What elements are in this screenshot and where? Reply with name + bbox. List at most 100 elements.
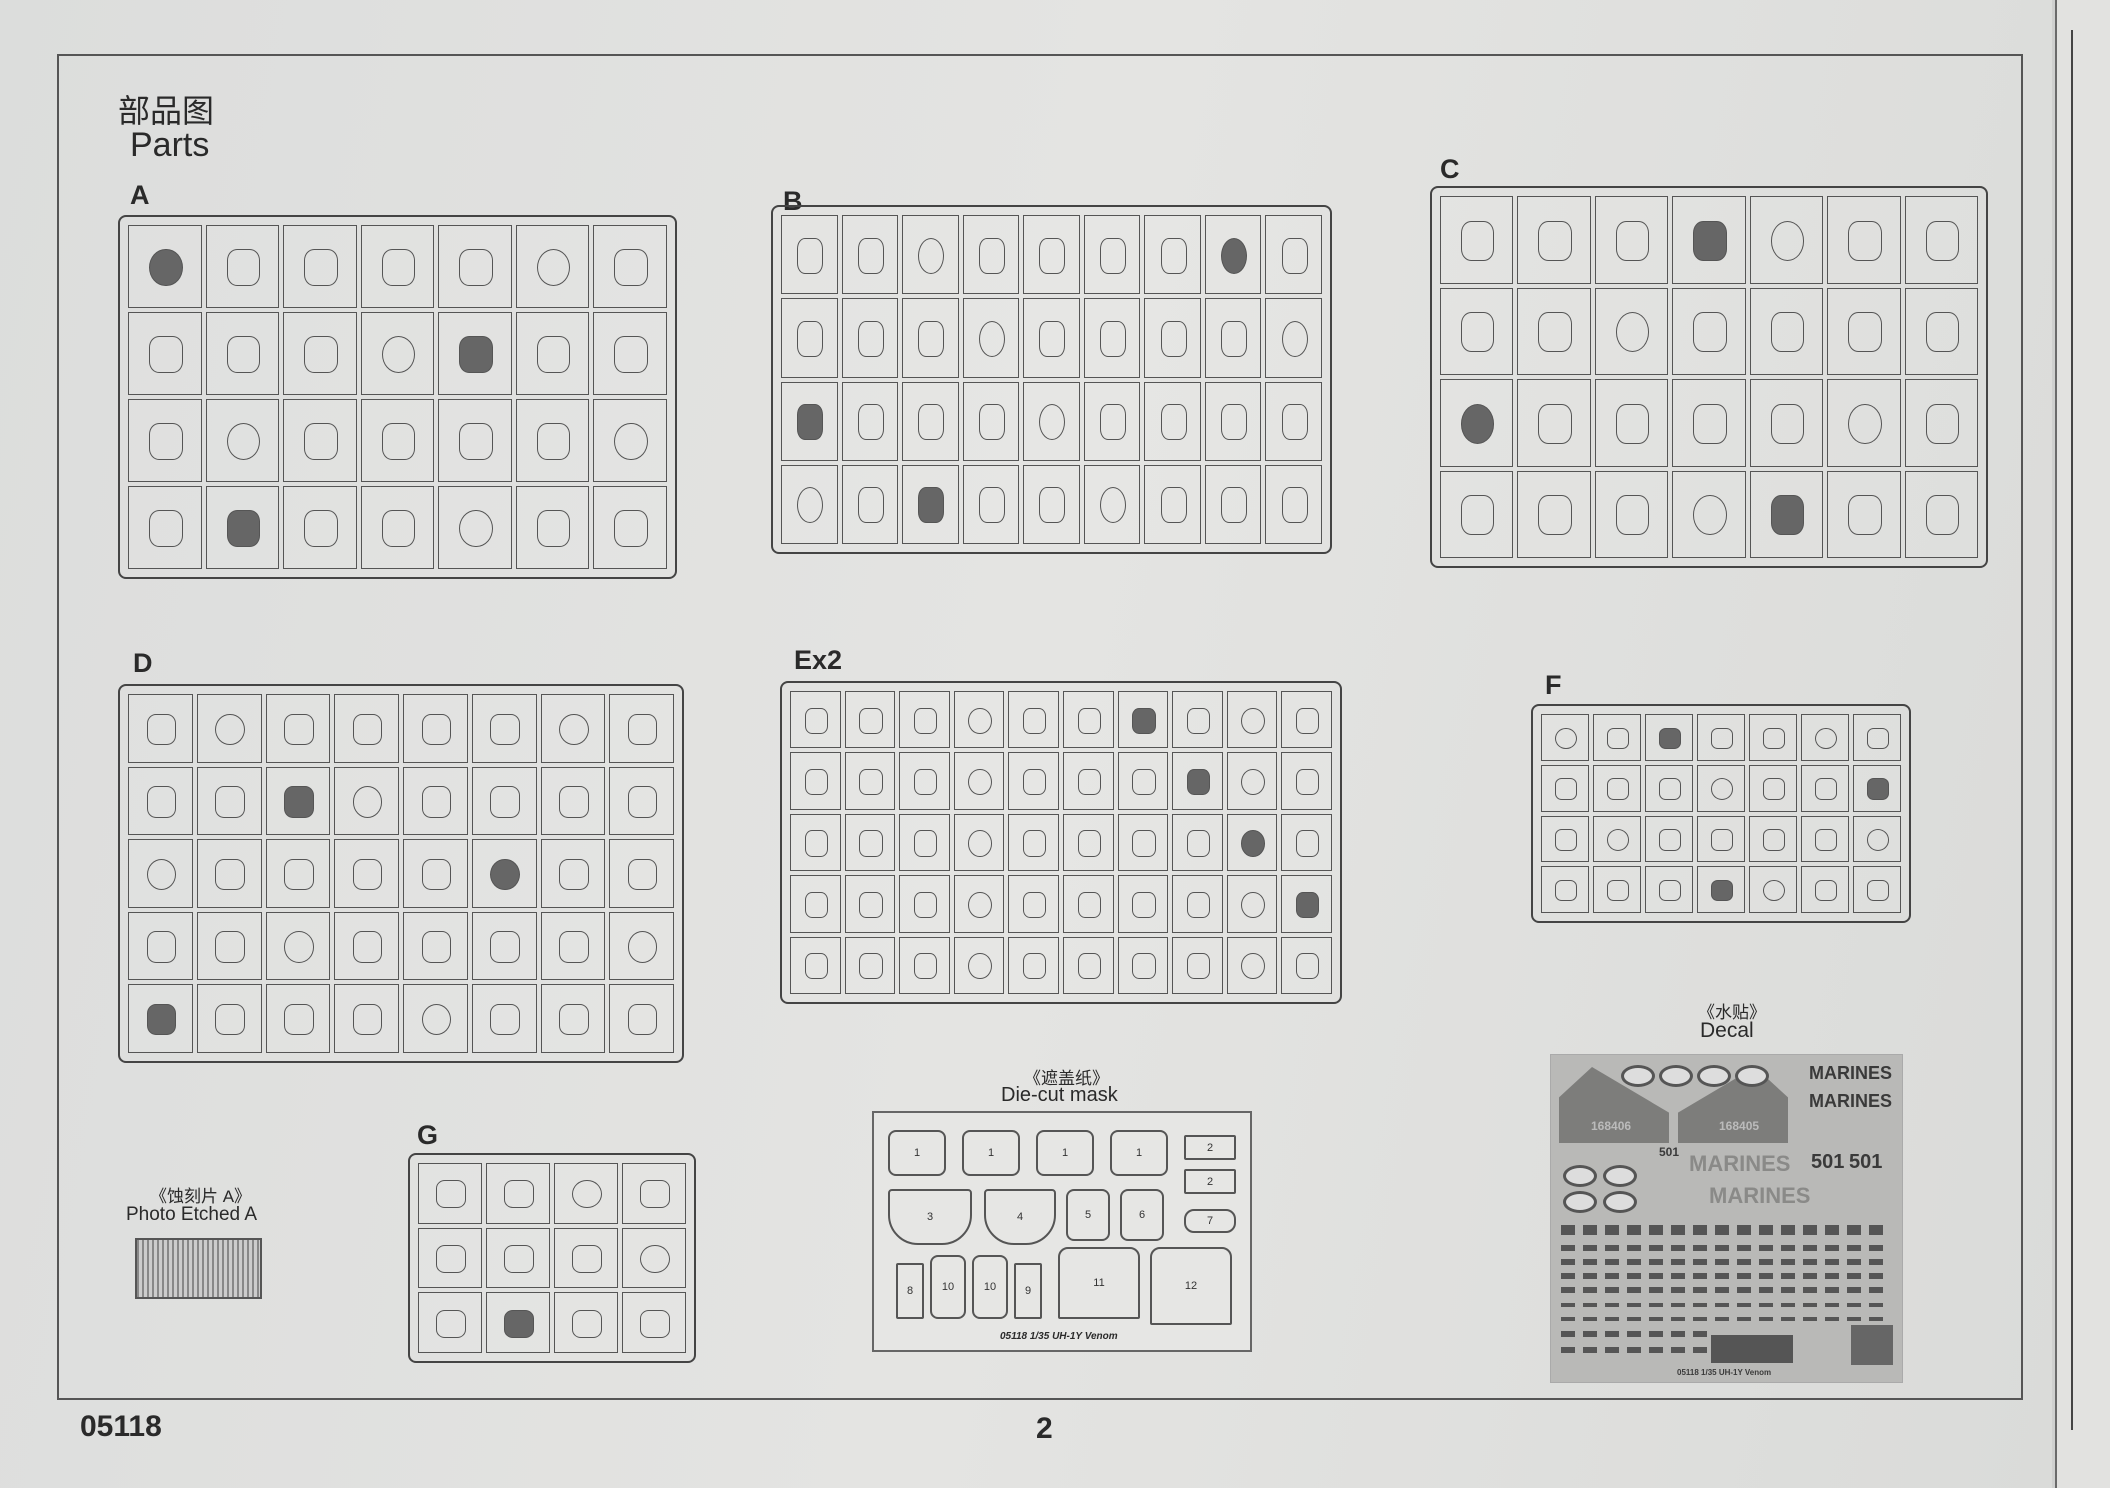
sprue-part: [1594, 287, 1669, 375]
sprue-part: [1541, 764, 1589, 812]
sprue-part: [1008, 813, 1059, 872]
sprue-part: [196, 911, 262, 981]
sprue-part: [1517, 287, 1591, 375]
marines-decal: MARINES: [1809, 1091, 1893, 1111]
sprue-part: [1440, 287, 1514, 375]
sprue-part: [609, 839, 674, 908]
mask-caption: 05118 1/35 UH-1Y Venom: [1000, 1331, 1118, 1342]
sprue-part: [1440, 379, 1514, 467]
stencil-decals: [1561, 1287, 1891, 1293]
sprue-part: [1749, 470, 1824, 558]
number-decal: 501: [1849, 1151, 1883, 1173]
sprue-part: [962, 215, 1020, 295]
sprue-part: [205, 399, 280, 482]
mask-piece: 1: [962, 1130, 1020, 1176]
sprue-part: [1062, 875, 1114, 933]
sprue-part: [128, 839, 193, 908]
sprue-part: [1023, 215, 1080, 295]
sprue-part: [1645, 866, 1693, 913]
sprue-part: [609, 984, 674, 1053]
sprue-part: [1265, 215, 1322, 295]
roundel-decal: [1603, 1191, 1637, 1213]
mask-piece: 4: [984, 1189, 1056, 1245]
mask-piece: 10: [930, 1255, 966, 1319]
sprue-g: [408, 1153, 696, 1363]
sprue-part: [360, 225, 435, 308]
sprue-part: [1172, 752, 1223, 810]
sprue-ex2-label: Ex2: [794, 645, 843, 675]
sprue-part: [1281, 936, 1332, 994]
sprue-part: [1226, 752, 1278, 810]
sprue-part: [1281, 875, 1332, 933]
sprue-part: [471, 694, 537, 763]
sprue-part: [283, 312, 357, 395]
sprue-part: [1265, 381, 1322, 461]
sprue-part: [540, 911, 606, 981]
sprue-part: [1117, 936, 1169, 994]
sprue-part: [1172, 875, 1223, 933]
sprue-part: [128, 312, 202, 395]
mask-piece: 1: [1036, 1130, 1094, 1176]
marines-decal-grey: MARINES: [1689, 1151, 1791, 1176]
sprue-b: [771, 205, 1332, 554]
sprue-part: [265, 911, 331, 981]
sprue-part: [540, 984, 606, 1053]
sprue-d: [118, 684, 684, 1063]
sprue-part: [1672, 470, 1746, 558]
sprue-part: [360, 399, 435, 482]
sprue-part: [953, 936, 1005, 994]
sprue-part: [1117, 691, 1169, 749]
sprue-part: [196, 839, 262, 908]
sprue-part: [403, 694, 468, 763]
sprue-part: [1827, 470, 1901, 558]
sprue-part: [1517, 470, 1591, 558]
decal-caption: 05118 1/35 UH-1Y Venom: [1677, 1368, 1772, 1377]
mask-piece: 8: [896, 1263, 924, 1319]
roundel-decal: [1621, 1065, 1655, 1087]
sprue-part: [515, 312, 590, 395]
sprue-part: [1749, 764, 1797, 812]
sprue-part: [1801, 764, 1849, 812]
die-cut-mask-sheet: 1 1 1 1 2 2 3 4 5 6 7 8 10 10 9 11 12 05…: [872, 1111, 1252, 1352]
sprue-part: [1645, 815, 1693, 863]
sprue-b-label: B: [783, 186, 803, 216]
sprue-part: [1853, 866, 1901, 913]
sprue-c: [1430, 186, 1988, 568]
sprue-a-label: A: [130, 180, 150, 210]
sprue-part: [1672, 196, 1746, 284]
sprue-part: [283, 399, 357, 482]
sprue-part: [609, 911, 674, 981]
sprue-part: [1226, 936, 1278, 994]
sprue-part: [1672, 287, 1746, 375]
sprue-part: [844, 936, 896, 994]
stencil-decals: [1561, 1331, 1711, 1337]
sprue-part: [265, 839, 331, 908]
sprue-part: [1749, 866, 1797, 913]
sprue-part: [1062, 813, 1114, 872]
sprue-part: [438, 312, 512, 395]
page-frame: [57, 54, 2023, 1400]
mask-piece: 2: [1184, 1169, 1236, 1194]
sprue-part: [128, 766, 193, 836]
sprue-part: [902, 298, 959, 378]
sprue-part: [128, 911, 193, 981]
sprue-part: [1827, 379, 1901, 467]
sprue-part: [1853, 815, 1901, 863]
sprue-part: [1904, 196, 1978, 284]
stencil-decals: [1561, 1225, 1891, 1235]
sprue-part: [403, 984, 468, 1053]
sprue-part: [403, 839, 468, 908]
sprue-part: [1853, 714, 1901, 761]
sprue-part: [899, 752, 950, 810]
sprue-part: [622, 1163, 686, 1224]
roundel-decal: [1659, 1065, 1693, 1087]
sprue-part: [1594, 470, 1669, 558]
sprue-part: [1265, 298, 1322, 378]
sprue-part: [1593, 714, 1641, 761]
roundel-decal: [1603, 1165, 1637, 1187]
sprue-part: [1062, 691, 1114, 749]
sprue-part: [1801, 866, 1849, 913]
mask-piece: 1: [888, 1130, 946, 1176]
sprue-part: [334, 839, 399, 908]
sprue-part: [1083, 464, 1141, 544]
